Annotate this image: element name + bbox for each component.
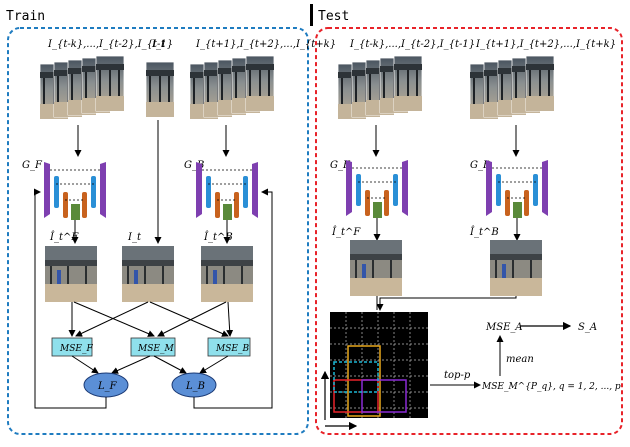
mean-label: mean — [506, 354, 534, 365]
train-generator-forward — [44, 162, 106, 220]
train-prev-frames-label: I_{t-k},...,I_{t-2},I_{t-1} — [47, 39, 173, 50]
test-pred-backward-image — [490, 240, 542, 296]
train-current-frame-label: I_t — [151, 39, 166, 50]
test-pred-forward-label: Î_t^F — [331, 226, 361, 238]
test-gb-label: G_B — [470, 160, 490, 171]
train-generator-backward — [196, 162, 258, 220]
mse-backward-label: MSE_B — [215, 344, 249, 354]
train-gb-label: G_B — [184, 160, 204, 171]
test-gf-label: G_F — [330, 160, 351, 171]
mse-forward-label: MSE_F — [59, 344, 93, 354]
patch-error-grid — [330, 312, 428, 418]
train-title: Train — [6, 9, 45, 24]
test-next-frames-label: I_{t+1},I_{t+2},...,I_{t+k} — [475, 39, 616, 50]
test-prev-frame-stack — [337, 55, 423, 120]
mse-patch-label: MSE_M^{P_q}, q = 1, 2, ..., p — [481, 382, 621, 392]
train-prev-frame-stack — [39, 55, 125, 120]
test-pred-backward-label: Î_t^B — [469, 226, 499, 238]
train-pred-backward-image — [201, 246, 253, 302]
mse-middle-label: MSE_M — [137, 344, 174, 354]
train-current-label: I_t — [127, 232, 142, 243]
train-panel-border — [7, 27, 309, 435]
train-next-frames-label: I_{t+1},I_{t+2},...,I_{t+k} — [195, 39, 336, 50]
loss-backward-label: L_B — [185, 381, 205, 392]
test-generator-backward — [486, 160, 548, 218]
test-panel: Test I_{t-k},...,I_{t-2},I_{t-1} I_{t+1}… — [315, 9, 623, 435]
panel-divider — [310, 4, 313, 26]
train-next-frame-stack — [189, 55, 275, 120]
train-current-frame — [145, 61, 175, 118]
test-generator-forward — [346, 160, 408, 218]
mse-middle-box — [130, 337, 176, 357]
mse-backward-box — [207, 337, 251, 357]
train-pred-forward-image — [45, 246, 97, 302]
score-label: S_A — [578, 322, 597, 333]
train-panel: Train I_{t-k},...,I_{t-2},I_{t-1} I_t I_… — [6, 9, 336, 435]
train-current-image — [122, 246, 174, 302]
test-next-frame-stack — [469, 55, 555, 120]
mse-a-label: MSE_A — [485, 322, 523, 333]
train-pred-backward-label: Î_t^B — [203, 231, 233, 243]
train-pred-forward-label: Î_t^F — [49, 231, 79, 243]
train-gf-label: G_F — [22, 160, 43, 171]
test-prev-frames-label: I_{t-k},...,I_{t-2},I_{t-1} — [349, 39, 475, 50]
test-panel-border — [315, 27, 623, 435]
test-pred-forward-image — [350, 240, 402, 296]
test-title: Test — [318, 9, 349, 24]
loss-forward-label: L_F — [97, 381, 118, 392]
topp-label: top-p — [444, 370, 471, 381]
